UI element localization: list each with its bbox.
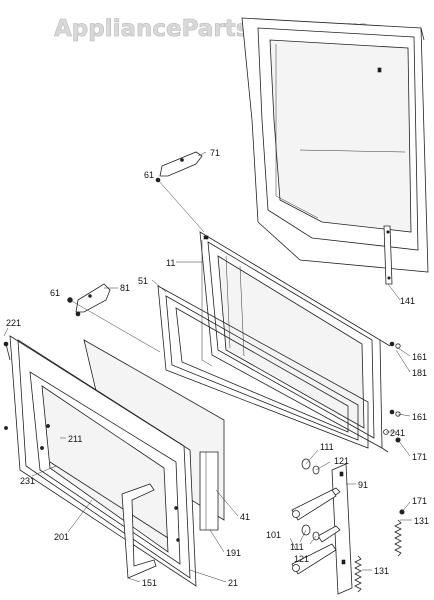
gasket-frame-part-51 xyxy=(157,285,369,449)
fasteners xyxy=(383,341,405,515)
label-211: 211 xyxy=(68,434,82,444)
part-81-bracket xyxy=(67,283,111,317)
label-111-top: 111 xyxy=(320,442,334,452)
label-61-top: 61 xyxy=(144,170,154,180)
label-71: 71 xyxy=(210,148,220,158)
label-131-bottom: 131 xyxy=(374,566,389,576)
label-231: 231 xyxy=(20,476,35,486)
label-181: 181 xyxy=(412,368,427,378)
label-21: 21 xyxy=(228,578,238,588)
hinge-parts xyxy=(291,458,337,575)
label-121-bottom: 121 xyxy=(294,554,309,564)
outer-door-panel xyxy=(241,17,429,273)
part-71-bracket xyxy=(155,151,203,183)
part-221-screw xyxy=(3,341,11,430)
part-191-strip xyxy=(199,451,219,531)
label-111-bottom: 111 xyxy=(290,542,304,552)
hinge-bracket-part-91 xyxy=(317,463,353,595)
part-141-strip xyxy=(383,225,393,285)
label-201: 201 xyxy=(54,532,69,542)
label-51: 51 xyxy=(138,276,148,286)
label-61-bottom: 61 xyxy=(50,288,60,298)
handle-part-151 xyxy=(121,483,157,579)
front-door-part-21 xyxy=(9,335,197,587)
label-141: 141 xyxy=(400,296,415,306)
label-41: 41 xyxy=(240,512,250,522)
label-161-bottom: 161 xyxy=(412,412,427,422)
label-11: 11 xyxy=(166,258,175,268)
label-171-top: 171 xyxy=(412,452,427,462)
label-131-top: 131 xyxy=(414,516,429,526)
part-labels: 71 61 11 51 81 61 141 221 161 181 161 24… xyxy=(6,148,429,588)
label-241: 241 xyxy=(390,428,405,438)
label-91: 91 xyxy=(358,480,368,490)
label-81: 81 xyxy=(120,283,130,293)
label-101: 101 xyxy=(266,530,281,540)
label-151: 151 xyxy=(142,578,157,588)
leader-lines xyxy=(3,151,412,583)
label-171-bottom: 171 xyxy=(412,496,427,506)
label-221: 221 xyxy=(6,318,21,328)
label-121-top: 121 xyxy=(334,456,349,466)
label-191: 191 xyxy=(226,548,241,558)
springs-part-131 xyxy=(354,519,402,593)
label-161-top: 161 xyxy=(412,352,427,362)
